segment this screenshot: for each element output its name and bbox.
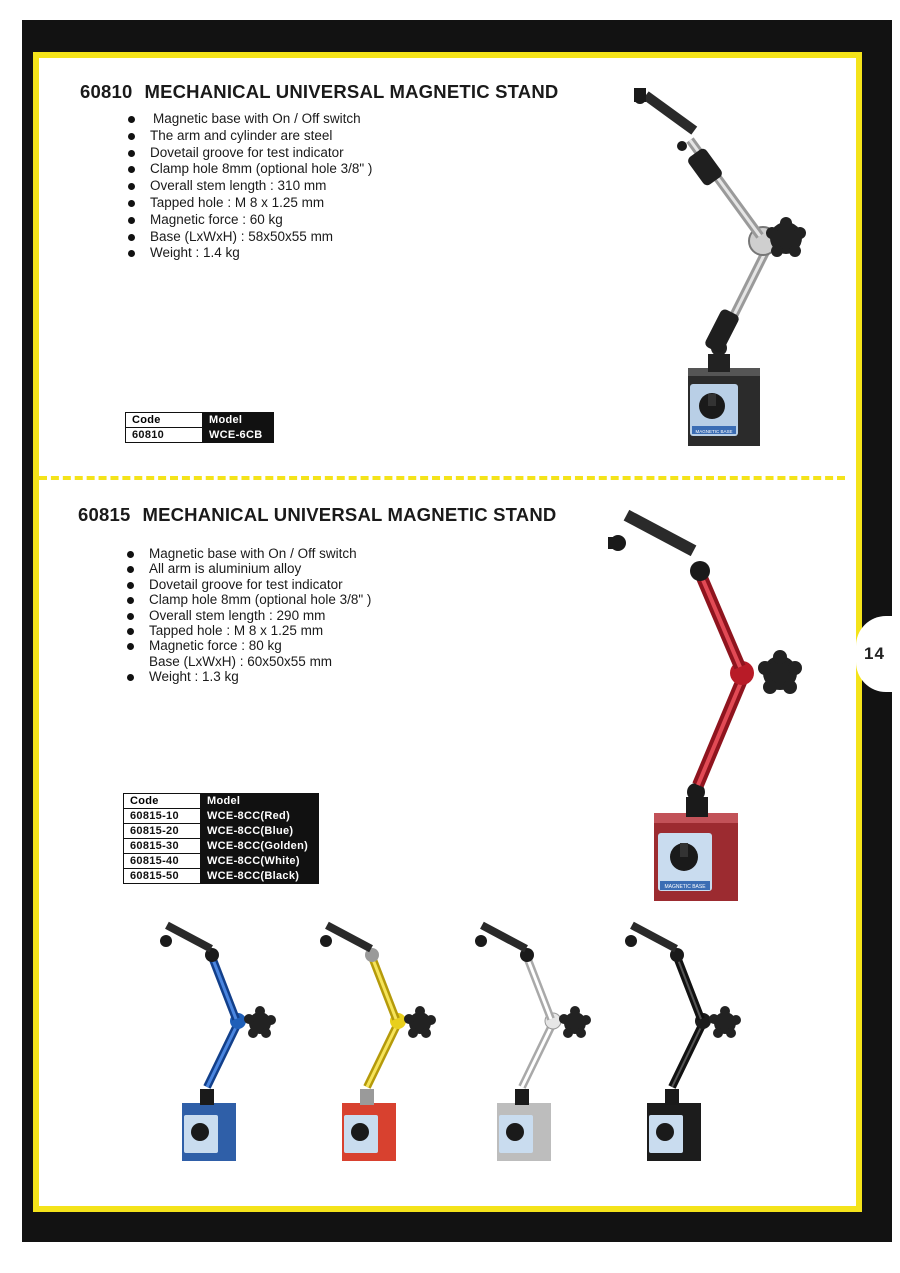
- product-name: MECHANICAL UNIVERSAL MAGNETIC STAND: [144, 81, 559, 102]
- page-number: 14: [864, 644, 885, 663]
- table-header-code: Code: [123, 793, 201, 809]
- table-row: 60815-50 WCE-8CC(Black): [123, 868, 319, 884]
- feature-item: Weight : 1.3 kg: [125, 669, 371, 684]
- white-stand-icon: [475, 921, 591, 1161]
- feature-item: Clamp hole 8mm (optional hole 3/8" ): [126, 161, 372, 178]
- table-row: 60815-30 WCE-8CC(Golden): [123, 838, 319, 854]
- table-cell-code: 60810: [125, 427, 203, 443]
- product-code: 60810: [80, 81, 133, 102]
- product-title-60810: 60810 MECHANICAL UNIVERSAL MAGNETIC STAND: [80, 81, 558, 103]
- table-cell-model: WCE-8CC(Blue): [200, 823, 319, 839]
- feature-list-60815: Magnetic base with On / Off switch All a…: [125, 546, 371, 685]
- svg-text:MAGNETIC BASE: MAGNETIC BASE: [664, 884, 706, 890]
- feature-item: Magnetic force : 80 kg: [125, 638, 371, 653]
- steel-magnetic-stand-image: MAGNETIC BASE: [634, 88, 806, 446]
- feature-item: Dovetail groove for test indicator: [126, 145, 372, 162]
- spec-table-60810: Code Model 60810 WCE-6CB: [125, 412, 274, 443]
- feature-item: Dovetail groove for test indicator: [125, 577, 371, 592]
- red-stand-icon: MAGNETIC BASE: [608, 509, 802, 901]
- table-cell-model: WCE-8CC(Black): [200, 868, 319, 884]
- table-header-model: Model: [202, 412, 274, 428]
- feature-item: Magnetic base with On / Off switch: [125, 546, 371, 561]
- feature-item: Tapped hole : M 8 x 1.25 mm: [126, 195, 372, 212]
- black-stand-icon: [625, 921, 741, 1161]
- feature-item: Weight : 1.4 kg: [126, 245, 372, 262]
- table-cell-model: WCE-8CC(White): [200, 853, 319, 869]
- table-header-code: Code: [125, 412, 203, 428]
- feature-item: The arm and cylinder are steel: [126, 128, 372, 145]
- table-header-model: Model: [200, 793, 319, 809]
- white-magnetic-stand-image: [475, 921, 591, 1161]
- table-row: 60815-40 WCE-8CC(White): [123, 853, 319, 869]
- product-code: 60815: [78, 504, 131, 525]
- table-cell-code: 60815-30: [123, 838, 201, 854]
- spec-table-60815: Code Model 60815-10 WCE-8CC(Red) 60815-2…: [123, 793, 319, 884]
- golden-stand-icon: [320, 921, 436, 1161]
- golden-magnetic-stand-image: [320, 921, 436, 1161]
- feature-item: Overall stem length : 290 mm: [125, 608, 371, 623]
- table-cell-code: 60815-20: [123, 823, 201, 839]
- feature-item: Magnetic base with On / Off switch: [126, 111, 372, 128]
- feature-item: Clamp hole 8mm (optional hole 3/8" ): [125, 592, 371, 607]
- feature-item: Overall stem length : 310 mm: [126, 178, 372, 195]
- table-row: 60810 WCE-6CB: [125, 427, 274, 443]
- svg-text:MAGNETIC BASE: MAGNETIC BASE: [695, 429, 732, 434]
- table-cell-model: WCE-6CB: [202, 427, 274, 443]
- feature-item: Tapped hole : M 8 x 1.25 mm: [125, 623, 371, 638]
- table-cell-code: 60815-40: [123, 853, 201, 869]
- table-cell-model: WCE-8CC(Red): [200, 808, 319, 824]
- table-cell-model: WCE-8CC(Golden): [200, 838, 319, 854]
- feature-item: Base (LxWxH) : 60x50x55 mm: [149, 653, 333, 669]
- section-divider: [39, 476, 845, 480]
- table-row: 60815-10 WCE-8CC(Red): [123, 808, 319, 824]
- feature-item: Magnetic force : 60 kg: [126, 212, 372, 229]
- table-cell-code: 60815-10: [123, 808, 201, 824]
- product-name: MECHANICAL UNIVERSAL MAGNETIC STAND: [142, 504, 557, 525]
- blue-magnetic-stand-image: [160, 921, 276, 1161]
- page-tab: [856, 616, 896, 692]
- table-row: 60815-20 WCE-8CC(Blue): [123, 823, 319, 839]
- table-cell-code: 60815-50: [123, 868, 201, 884]
- red-magnetic-stand-image: MAGNETIC BASE: [608, 509, 802, 901]
- feature-item: All arm is aluminium alloy: [125, 561, 371, 576]
- black-magnetic-stand-image: [625, 921, 741, 1161]
- blue-stand-icon: [160, 921, 276, 1161]
- feature-list-60810: Magnetic base with On / Off switch The a…: [126, 111, 372, 262]
- product-title-60815: 60815 MECHANICAL UNIVERSAL MAGNETIC STAND: [78, 504, 556, 526]
- feature-item: Base (LxWxH) : 58x50x55 mm: [126, 229, 372, 246]
- steel-stand-icon: MAGNETIC BASE: [634, 88, 806, 446]
